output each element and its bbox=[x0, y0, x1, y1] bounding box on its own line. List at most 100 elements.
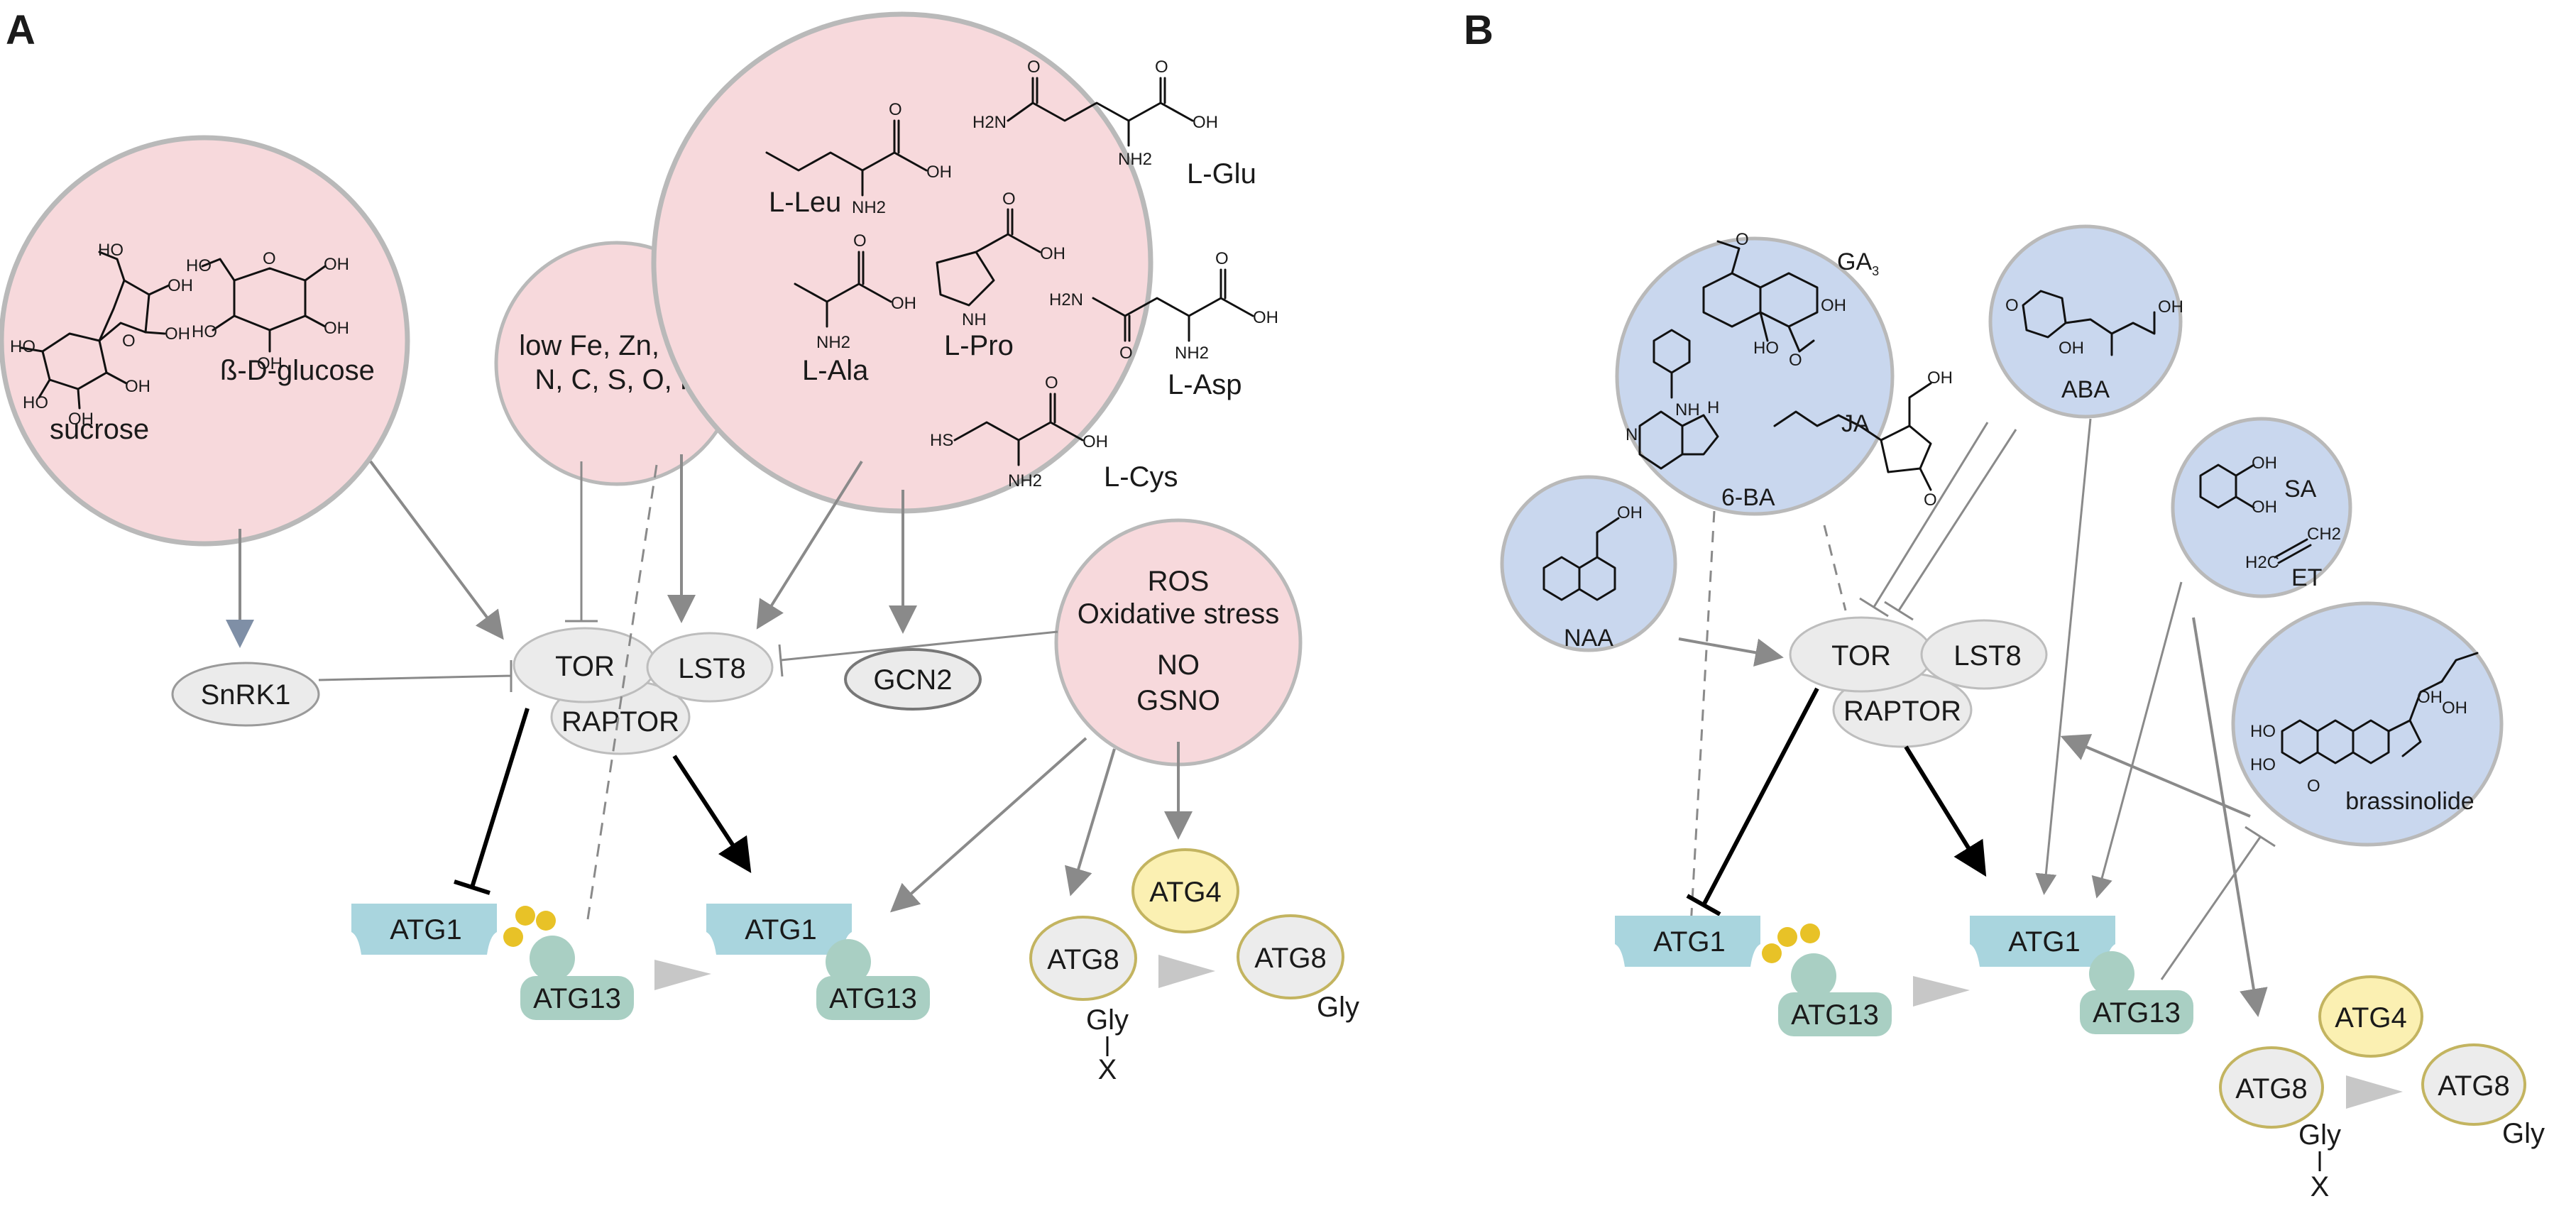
sa-et-node: OH OH SA H2C CH2 ET bbox=[2171, 417, 2352, 598]
gly-label-a1: Gly bbox=[1086, 1004, 1129, 1036]
atg-unbound-a: ATG1 ATG13 bbox=[351, 904, 634, 1020]
panel-b-letter: B bbox=[1464, 7, 1493, 53]
atg-bound-b: ATG1 ATG13 bbox=[1970, 916, 2193, 1034]
gly-label-b1: Gly bbox=[2298, 1119, 2341, 1151]
atg8-label-b1: ATG8 bbox=[2235, 1073, 2308, 1104]
phosphate-dot-1 bbox=[515, 906, 535, 926]
svg-text:OH: OH bbox=[1083, 432, 1108, 451]
svg-text:H2N: H2N bbox=[972, 113, 1007, 132]
raptor-to-atg1-arrow-b bbox=[1904, 745, 1987, 877]
nutrients-line2: N, C, S, O, P bbox=[535, 364, 698, 395]
svg-text:OH: OH bbox=[1617, 503, 1643, 522]
snrk1-node: SnRK1 bbox=[171, 662, 320, 727]
lst8-label-b: LST8 bbox=[1953, 640, 2022, 671]
nutrients-dashed-to-atg13 bbox=[586, 464, 658, 920]
atg1-label-b2: ATG1 bbox=[2008, 926, 2081, 958]
leu-label: L-Leu bbox=[769, 187, 841, 218]
svg-text:OH: OH bbox=[2442, 698, 2467, 718]
ja-structure: OH O bbox=[1773, 368, 1953, 510]
svg-text:OH: OH bbox=[1253, 308, 1278, 327]
sugar-to-tor-arrow bbox=[369, 460, 504, 640]
gcn2-node: GCN2 bbox=[844, 648, 982, 711]
atg13-inhibits-brassinolide bbox=[2160, 826, 2276, 980]
no-label: NO bbox=[1157, 649, 1200, 681]
panel-a: A HO HO OH OH OH OH HO O sucrose bbox=[0, 7, 1359, 1085]
atg8-label-b2: ATG8 bbox=[2438, 1070, 2510, 1102]
svg-text:O: O bbox=[1215, 249, 1229, 268]
svg-text:OH: OH bbox=[2252, 454, 2277, 473]
svg-text:HO: HO bbox=[192, 322, 217, 341]
ja-label: JA bbox=[1841, 410, 1870, 437]
svg-text:H2N: H2N bbox=[1049, 290, 1083, 309]
sugars-node: HO HO OH OH OH OH HO O sucrose O HO OH O… bbox=[0, 135, 410, 547]
asp-structure: O O H2N OH NH2 bbox=[1049, 249, 1278, 363]
ros-label: ROS bbox=[1148, 566, 1210, 597]
atg1-shape-a2 bbox=[706, 904, 852, 955]
naa-to-tor-arrow bbox=[1678, 637, 1784, 667]
atg8-label-a2: ATG8 bbox=[1254, 943, 1327, 974]
svg-text:OH: OH bbox=[2252, 498, 2277, 517]
atg1-label-b1: ATG1 bbox=[1653, 926, 1726, 958]
atg8-conjugation-b: ATG4 ATG8 Gly X ATG8 Gly bbox=[2219, 975, 2545, 1202]
naa-circle bbox=[1500, 475, 1677, 652]
ala-structure: O OH NH2 bbox=[794, 231, 916, 352]
svg-text:OH: OH bbox=[324, 255, 349, 274]
brassinolide-to-raptor-arrow bbox=[2060, 734, 2251, 818]
svg-text:HO: HO bbox=[23, 393, 48, 412]
stress-inhibits-lst8 bbox=[778, 630, 1058, 677]
tor-inhibits-atg1-b bbox=[1686, 687, 1819, 916]
atg1-shape-a1 bbox=[351, 904, 497, 955]
snrk1-inhibits-tor bbox=[318, 660, 513, 692]
asp-label: L-Asp bbox=[1168, 369, 1242, 400]
svg-text:HO: HO bbox=[186, 256, 212, 275]
sa-structure: OH OH bbox=[2199, 454, 2277, 517]
svg-text:OH: OH bbox=[1040, 244, 1065, 263]
sa-to-atg1-arrow bbox=[2091, 581, 2183, 899]
svg-text:NH2: NH2 bbox=[852, 198, 886, 217]
atg13-head-a2 bbox=[826, 939, 871, 985]
sucrose-structure: HO HO OH OH OH OH HO O bbox=[10, 241, 193, 429]
atg1-shape-b2 bbox=[1970, 916, 2115, 967]
sa-et-circle bbox=[2171, 417, 2352, 598]
cys-structure: O HS OH NH2 bbox=[930, 373, 1108, 490]
svg-text:O: O bbox=[1789, 351, 1802, 370]
conjugation-triangle-b bbox=[2346, 1075, 2403, 1109]
atg4-ellipse-b bbox=[2318, 975, 2423, 1058]
svg-text:H2C: H2C bbox=[2245, 553, 2279, 572]
svg-text:OH: OH bbox=[891, 294, 916, 313]
svg-text:O: O bbox=[2005, 296, 2019, 315]
gsno-label: GSNO bbox=[1136, 685, 1220, 716]
atg1-label-a2: ATG1 bbox=[745, 914, 817, 945]
svg-text:O: O bbox=[1045, 373, 1058, 393]
tor-complex-a: TOR LST8 RAPTOR bbox=[513, 627, 774, 755]
atg4-label-a: ATG4 bbox=[1149, 877, 1222, 908]
atg13-body-a2 bbox=[816, 976, 930, 1020]
et-structure: H2C CH2 bbox=[2245, 525, 2341, 572]
sa-label: SA bbox=[2284, 476, 2317, 503]
phosphate-dot-b2 bbox=[1800, 923, 1820, 943]
assembly-triangle-b1 bbox=[1913, 976, 1970, 1007]
brassinolide-structure: HO HO OH OH O bbox=[2250, 652, 2479, 796]
stress-circle bbox=[1054, 518, 1303, 767]
ga3-ja-ba-circle bbox=[1615, 236, 1895, 516]
aba-inhibits-tor-2 bbox=[1884, 429, 2017, 621]
conjugation-triangle-a bbox=[1158, 955, 1215, 988]
sucrose-label: sucrose bbox=[50, 414, 149, 445]
raptor-to-atg1-arrow bbox=[672, 755, 752, 874]
ga3-dashed-to-atg13 bbox=[1688, 510, 1716, 952]
atg1-shape-b1 bbox=[1615, 916, 1760, 967]
svg-text:OH: OH bbox=[125, 377, 150, 396]
atg8-ellipse-b2 bbox=[2421, 1043, 2526, 1126]
svg-text:NH2: NH2 bbox=[816, 333, 850, 352]
ga3-ja-ba-node: O HO OH O GA3 OH O JA NH N H 6-BA bbox=[1615, 230, 1953, 516]
svg-text:HO: HO bbox=[1753, 339, 1779, 358]
svg-text:NH2: NH2 bbox=[1175, 344, 1209, 363]
phosphate-dot-2 bbox=[536, 911, 556, 931]
aba-node: O OH OH ABA bbox=[1988, 224, 2183, 419]
svg-text:OH: OH bbox=[926, 163, 952, 182]
atg-unbound-b: ATG1 ATG13 bbox=[1615, 916, 1892, 1036]
cys-label: L-Cys bbox=[1104, 461, 1178, 493]
lst8-ellipse-b bbox=[1920, 619, 2048, 690]
svg-text:HO: HO bbox=[98, 241, 124, 260]
phosphate-dot-3 bbox=[503, 927, 523, 947]
